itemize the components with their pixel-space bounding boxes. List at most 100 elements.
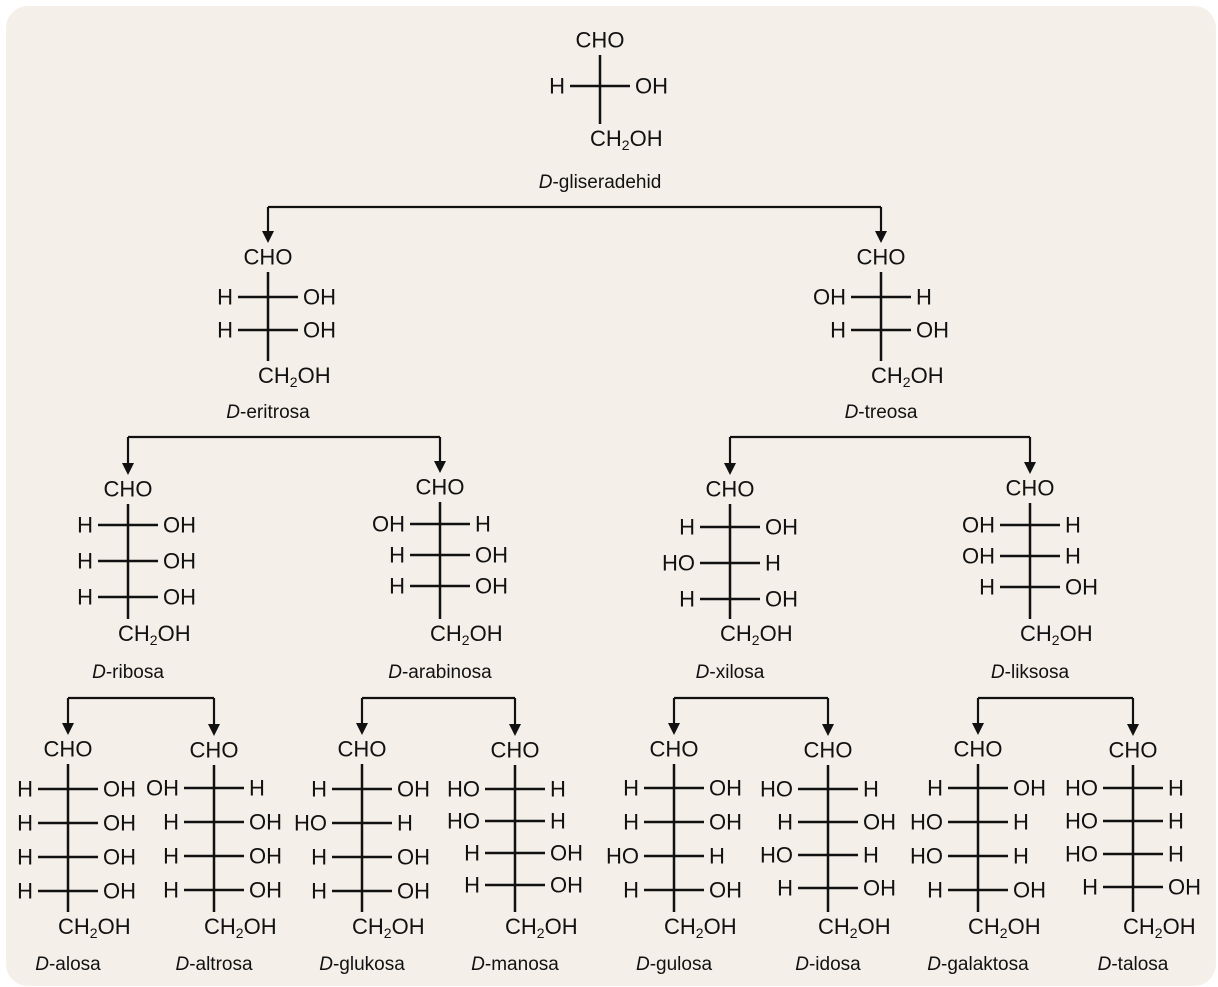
right-substituent: OH (249, 844, 282, 869)
left-substituent: H (549, 74, 565, 99)
left-substituent: HO (662, 551, 695, 576)
aldehyde-group: CHO (1006, 476, 1055, 501)
connector-arabinosa (356, 696, 521, 736)
sugar-name-eritrosa: D-eritrosa (226, 402, 310, 423)
right-substituent: OH (709, 776, 742, 801)
left-substituent: H (311, 845, 327, 870)
connector-treosa (724, 435, 1036, 475)
right-substituent: H (765, 551, 781, 576)
left-substituent: H (17, 845, 33, 870)
sugar-name-alosa: D-alosa (35, 954, 101, 975)
right-substituent: OH (249, 878, 282, 903)
left-substituent: HO (447, 777, 480, 802)
hydroxymethyl-group: CH2OH (968, 914, 1041, 942)
left-substituent: H (311, 879, 327, 904)
left-substituent: H (217, 285, 233, 310)
right-substituent: OH (475, 543, 508, 568)
left-substituent: HO (910, 844, 943, 869)
left-substituent: OH (813, 285, 846, 310)
right-substituent: OH (765, 587, 798, 612)
aldehyde-group: CHO (954, 737, 1003, 762)
aldehyde-group: CHO (44, 737, 93, 762)
right-substituent: OH (163, 513, 196, 538)
left-substituent: HO (1065, 809, 1098, 834)
hydroxymethyl-group: CH2OH (720, 621, 793, 649)
aldehyde-group: CHO (706, 477, 755, 502)
arrow-head (509, 724, 521, 736)
arrow-head (122, 463, 134, 475)
left-substituent: H (1082, 875, 1098, 900)
right-substituent: OH (103, 811, 136, 836)
sugar-name-xilosa: D-xilosa (696, 662, 765, 683)
left-substituent: H (830, 318, 846, 343)
left-substituent: OH (962, 544, 995, 569)
arrow-head (262, 231, 274, 243)
right-substituent: H (1065, 544, 1081, 569)
right-substituent: OH (103, 845, 136, 870)
right-substituent: OH (709, 810, 742, 835)
right-substituent: H (916, 285, 932, 310)
arrow-head (875, 231, 887, 243)
aldehyde-group: CHO (491, 738, 540, 763)
arrow-head (972, 723, 984, 735)
sugar-name-glukosa: D-glukosa (319, 954, 405, 975)
aldehyde-group: CHO (857, 245, 906, 270)
right-substituent: OH (163, 585, 196, 610)
left-substituent: H (163, 810, 179, 835)
sugar-name-liksosa: D-liksosa (991, 662, 1070, 683)
right-substituent: H (1013, 844, 1029, 869)
left-substituent: H (777, 876, 793, 901)
hydroxymethyl-group: CH2OH (58, 914, 131, 942)
connector-gliseradehid (262, 205, 887, 243)
left-substituent: HO (1065, 776, 1098, 801)
sugar-name-gulosa: D-gulosa (636, 954, 712, 975)
left-substituent: H (623, 810, 639, 835)
right-substituent: H (249, 776, 265, 801)
left-substituent: H (217, 318, 233, 343)
aldehyde-group: CHO (190, 738, 239, 763)
left-substituent: HO (760, 843, 793, 868)
left-substituent: H (77, 585, 93, 610)
aldehyde-group: CHO (244, 245, 293, 270)
right-substituent: OH (1168, 875, 1201, 900)
hydroxymethyl-group: CH2OH (505, 914, 578, 942)
right-substituent: OH (863, 810, 896, 835)
left-substituent: H (311, 777, 327, 802)
right-substituent: OH (303, 318, 336, 343)
left-substituent: HO (760, 777, 793, 802)
right-substituent: H (397, 811, 413, 836)
sugar-name-manosa: D-manosa (471, 954, 559, 975)
left-substituent: H (927, 776, 943, 801)
sugar-name-ribosa: D-ribosa (92, 662, 164, 683)
right-substituent: OH (1013, 878, 1046, 903)
right-substituent: H (550, 809, 566, 834)
sugar-name-treosa: D-treosa (845, 402, 918, 423)
left-substituent: H (17, 811, 33, 836)
right-substituent: OH (397, 777, 430, 802)
right-substituent: OH (635, 74, 668, 99)
left-substituent: H (777, 810, 793, 835)
right-substituent: H (550, 777, 566, 802)
left-substituent: H (389, 543, 405, 568)
left-substituent: H (679, 515, 695, 540)
aldehyde-group: CHO (576, 28, 625, 53)
left-substituent: HO (294, 811, 327, 836)
aldehyde-group: CHO (104, 477, 153, 502)
left-substituent: H (464, 873, 480, 898)
right-substituent: H (1168, 809, 1184, 834)
hydroxymethyl-group: CH2OH (818, 914, 891, 942)
connector-liksosa (972, 696, 1139, 736)
connector-xilosa (668, 696, 834, 736)
hydroxymethyl-group: CH2OH (871, 363, 944, 391)
arrow-head (356, 723, 368, 735)
arrow-head (724, 463, 736, 475)
